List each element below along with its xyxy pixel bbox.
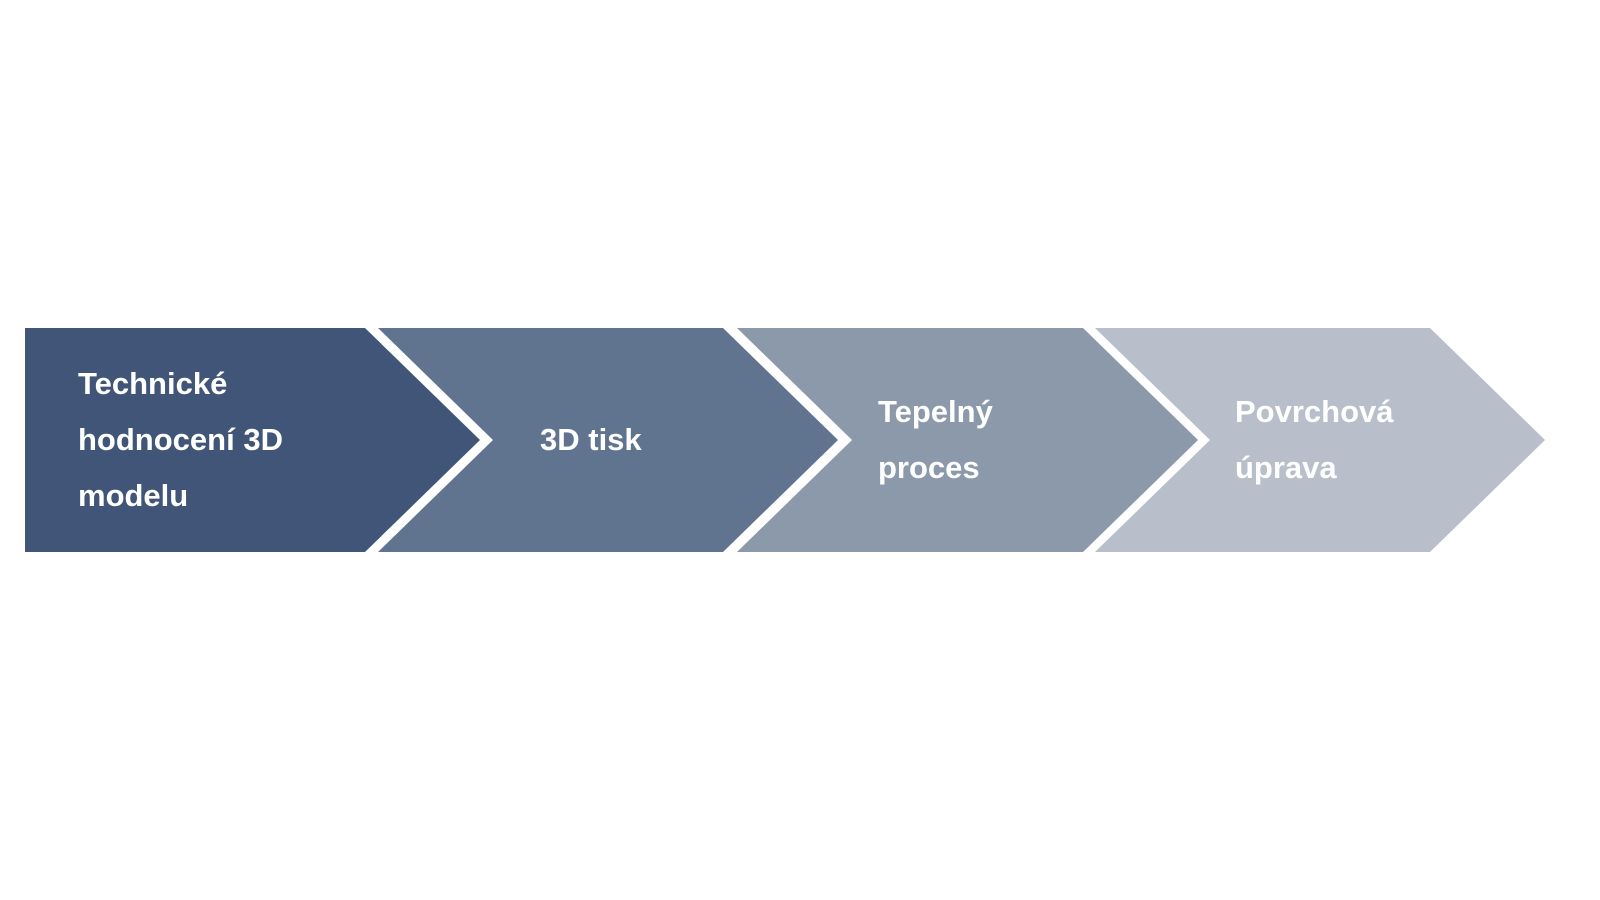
process-step-1: Technické hodnocení 3D modelu <box>25 328 480 552</box>
process-step-1-label: Technické hodnocení 3D modelu <box>78 366 283 513</box>
process-step-3-label: Tepelný proces <box>878 394 993 485</box>
process-step-4-label: Povrchová úprava <box>1235 394 1394 485</box>
process-flow-diagram: Technické hodnocení 3D modelu 3D tisk Te… <box>25 328 1555 552</box>
process-step-2-label: 3D tisk <box>540 422 642 457</box>
